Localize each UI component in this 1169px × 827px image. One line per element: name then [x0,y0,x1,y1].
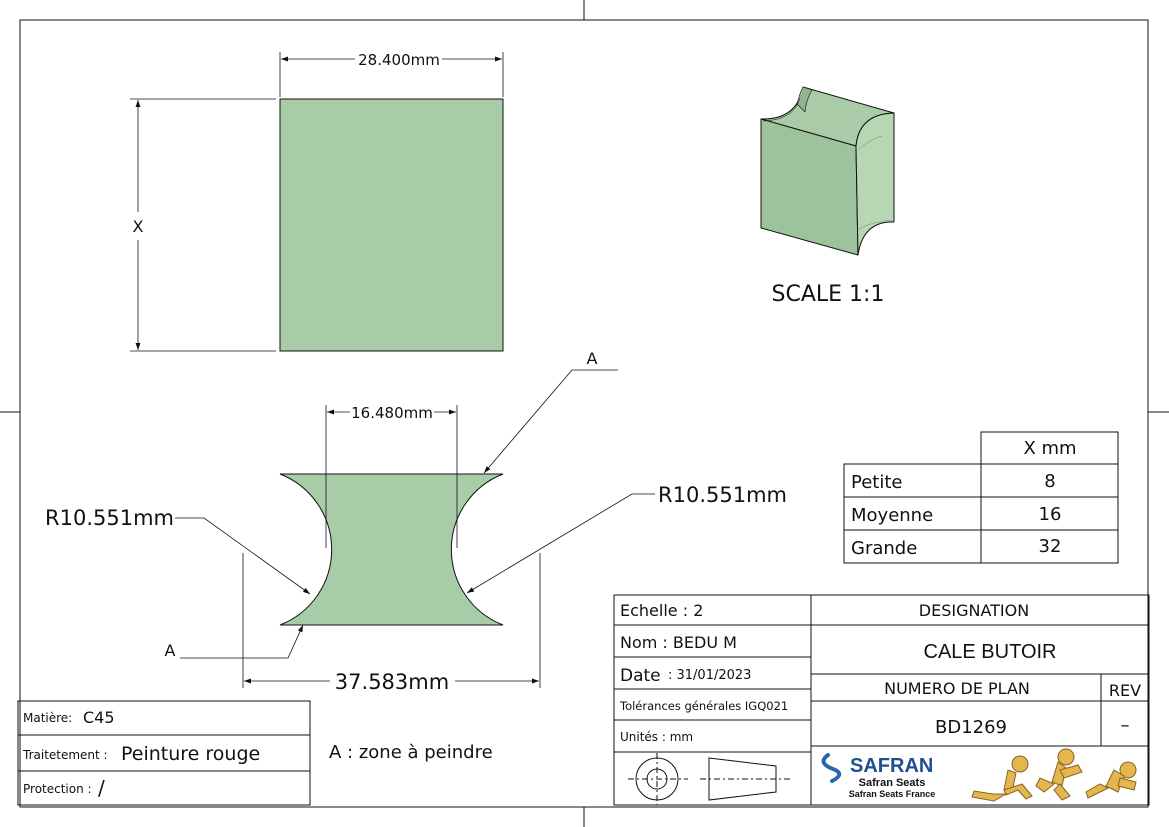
matiere-label: Matière: [23,711,72,725]
traitement-label: Traitetement : [22,748,108,762]
nom-field: Nom : BEDU M [620,633,737,652]
logo-brand: SAFRAN [850,755,933,777]
top-view: 28.400mm X [130,51,504,352]
protection-label: Protection : [23,782,92,796]
matiere-value: C45 [83,708,115,727]
projection-symbol-icon [628,753,790,805]
logo-line1: Safran Seats [859,777,926,789]
size-row-label: Moyenne [851,505,933,526]
right-radius-text: R10.551mm [658,483,787,507]
size-row-value: 16 [1039,504,1062,525]
safran-logo: SAFRAN Safran Seats Safran Seats France [821,753,936,799]
date-label: Date [620,666,661,686]
front-view: 16.480mm 37.583mm R10.551mm R10.551mm A … [45,349,787,694]
crash-dummy-icon [1035,748,1083,801]
top-gap-dimension-text: 16.480mm [351,404,433,422]
rev-label: REV [1109,681,1141,700]
crash-dummy-icon [1085,761,1137,799]
material-block [17,700,311,806]
designation-label: DESIGNATION [919,601,1029,620]
size-table-header: X mm [1023,438,1076,459]
top-view-part [279,98,504,352]
size-table [843,431,1119,564]
logo-line2: Safran Seats France [849,789,936,799]
front-view-part [279,473,504,626]
numero-value: BD1269 [935,717,1007,738]
crash-dummy-icon [971,755,1033,802]
size-row-label: Petite [851,472,902,493]
callout-a-top: A [587,349,598,368]
rev-value: – [1121,715,1130,736]
echelle-field: Echelle : 2 [620,601,703,620]
height-dimension-text: X [133,217,144,236]
width-dimension-text: 28.400mm [358,51,440,69]
traitement-value: Peinture rouge [121,743,260,765]
paint-zone-note: A : zone à peindre [329,742,493,763]
size-row-value: 32 [1039,536,1062,557]
callout-a-bottom: A [165,641,176,660]
left-radius-text: R10.551mm [45,506,174,530]
protection-value: / [98,776,105,800]
date-value: : 31/01/2023 [668,668,751,683]
title-block [613,594,1150,806]
numero-label: NUMERO DE PLAN [884,679,1030,698]
tolerances-field: Tolérances générales IGQ021 [619,699,788,713]
unites-field: Unités : mm [620,730,693,744]
overall-width-dimension-text: 37.583mm [335,670,449,694]
iso-view [760,86,895,256]
iso-scale-label: SCALE 1:1 [772,282,885,307]
size-row-value: 8 [1044,471,1055,492]
size-row-label: Grande [851,538,917,559]
designation-value: CALE BUTOIR [924,641,1057,663]
